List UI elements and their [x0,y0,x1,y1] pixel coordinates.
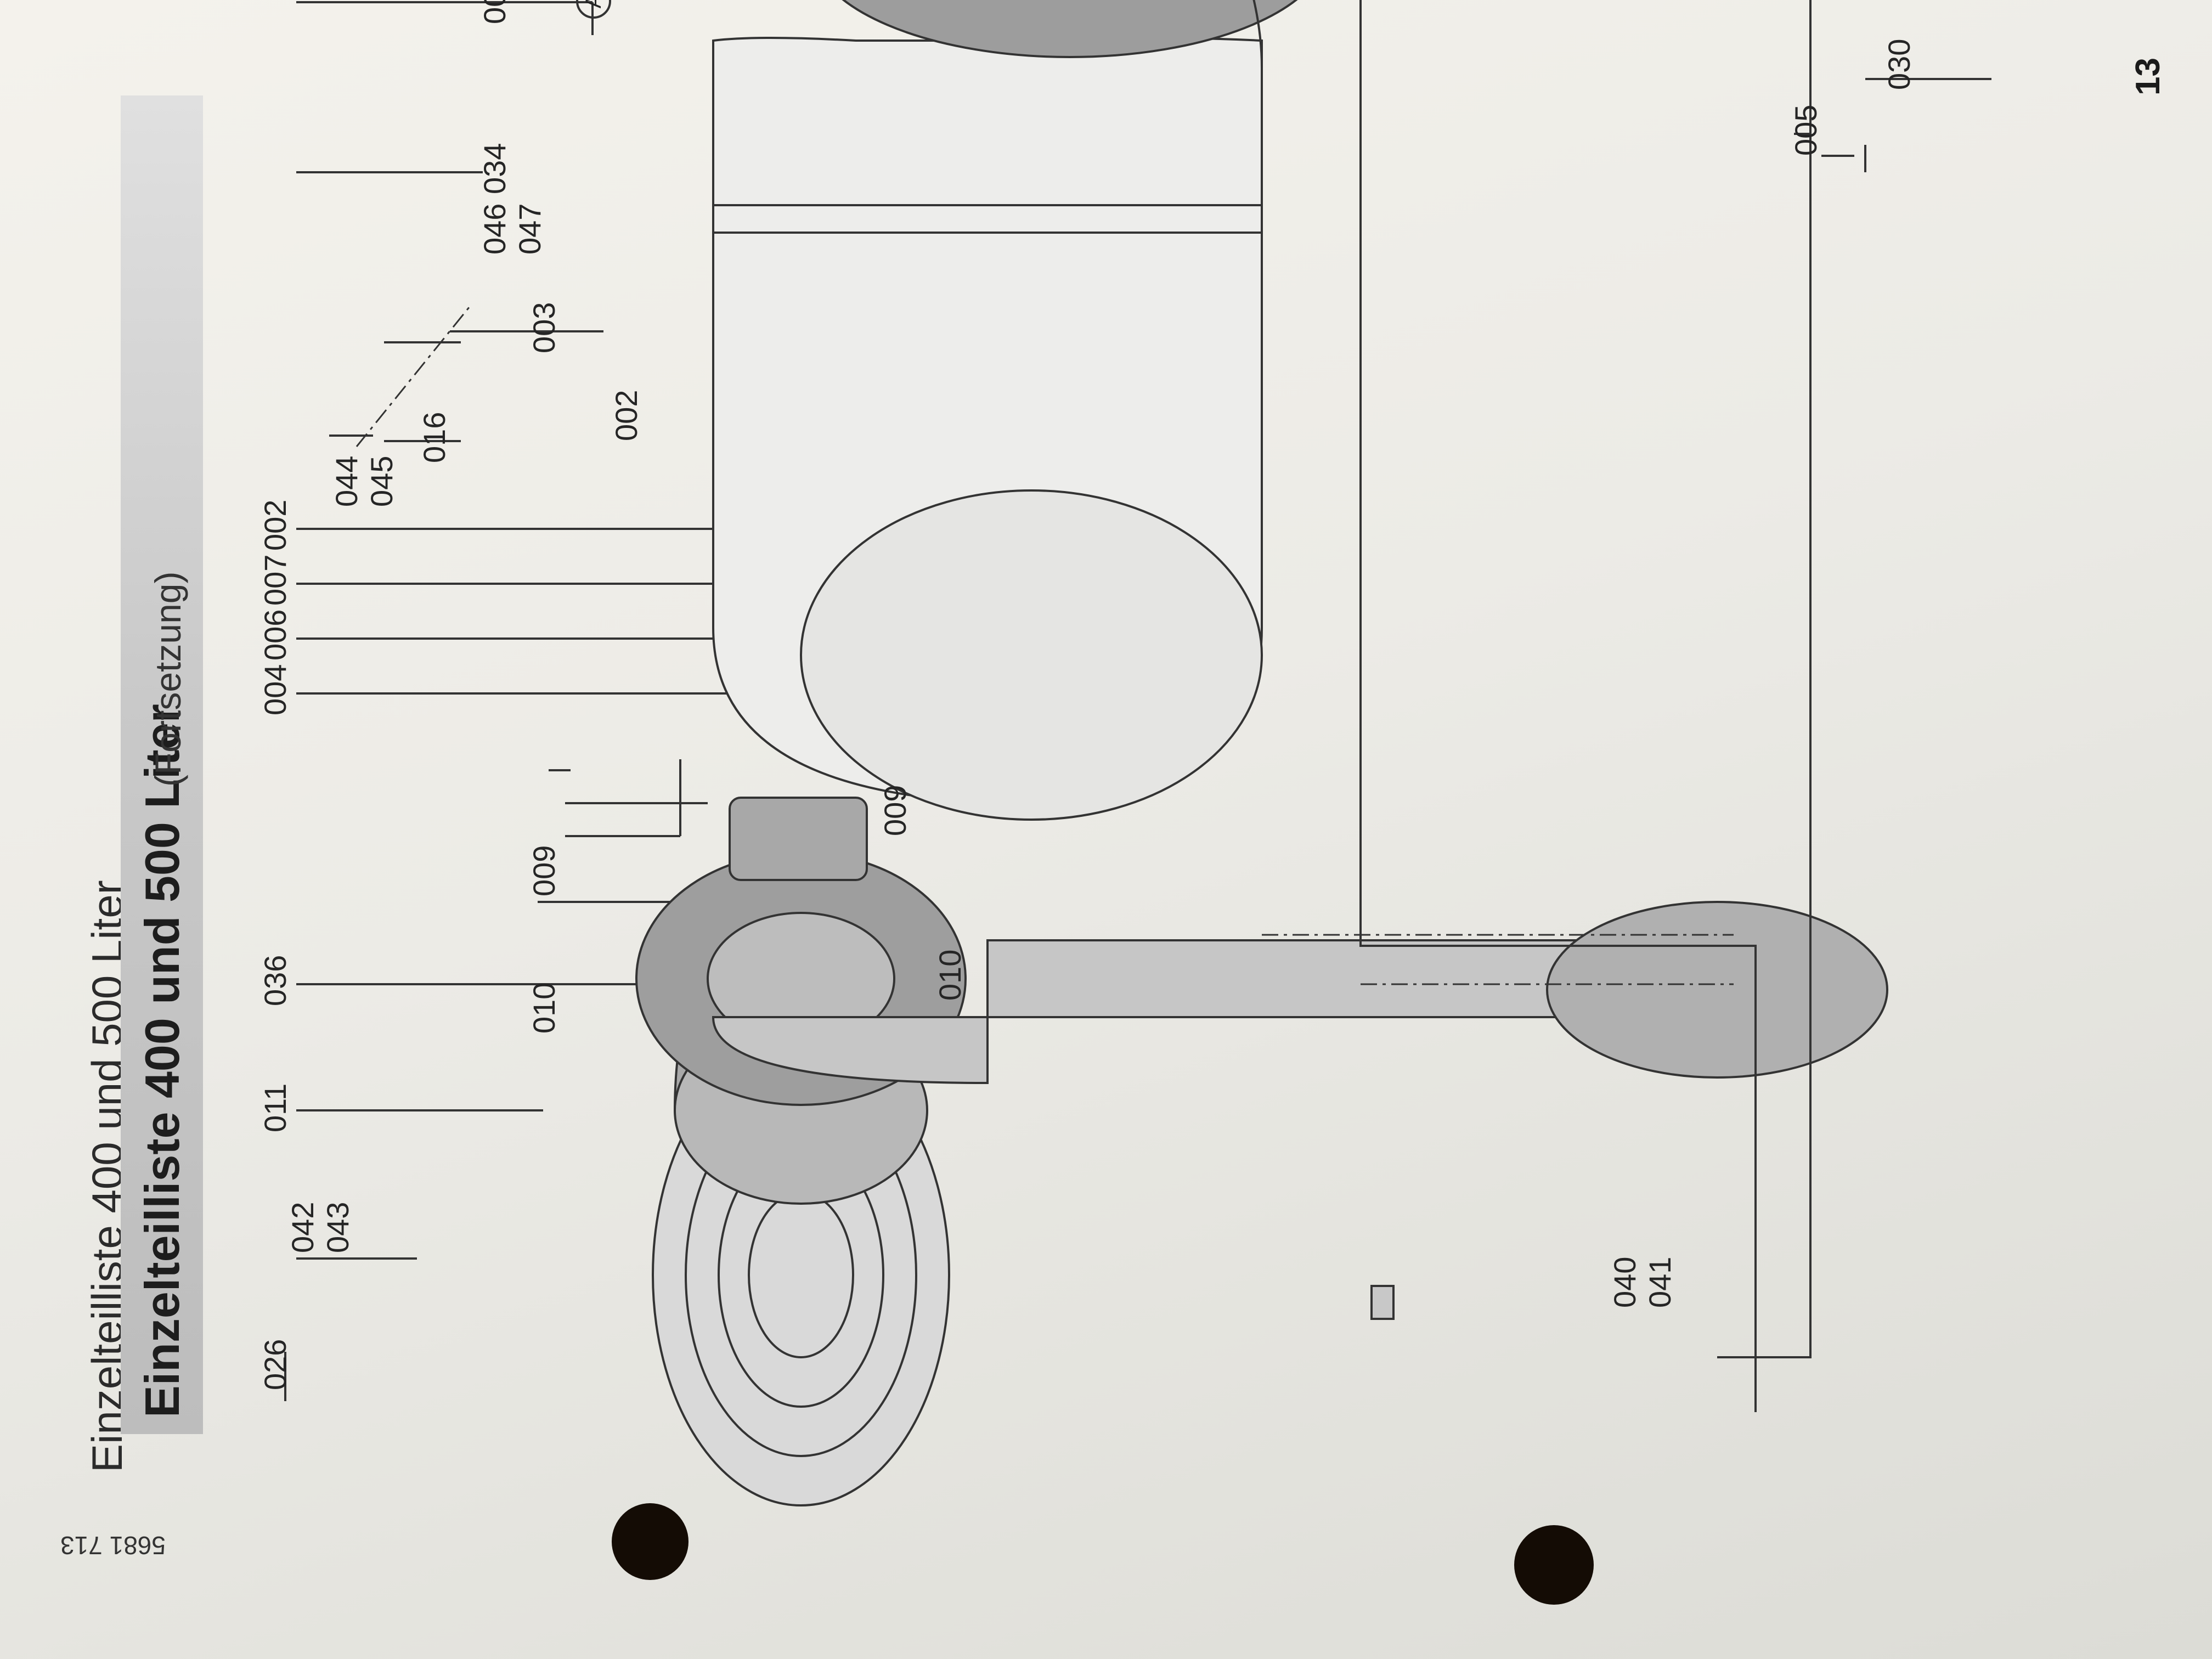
part-label-010-a: 010 [933,949,967,1001]
part-label-002-b: 002 [609,390,644,441]
part-label-026: 026 [258,1339,292,1390]
part-label-006: 006 [258,609,292,661]
part-label-034: 034 [477,143,512,194]
part-label-011: 011 [258,1083,292,1132]
part-label-002-a: 002 [258,499,292,551]
part-label-016: 016 [417,411,452,463]
part-label-044-045: 044 045 [329,455,399,507]
part-label-042-043: 042 043 [285,1201,355,1253]
part-label-009-b: 009 [527,845,561,896]
part-label-010-b: 010 [527,982,561,1034]
part-label-007: 007 [258,554,292,606]
part-label-003: 003 [527,302,561,353]
punch-hole-bottom [1514,1525,1594,1605]
part-label-046-047: 046 047 [477,203,547,255]
part-label-009-a: 009 [878,785,912,836]
part-label-005: 005 [1788,104,1823,156]
part-label-030: 030 [1882,38,1916,90]
document-number: 5681 713 [60,1531,166,1560]
part-label-008: 008 [477,0,512,24]
part-label-036: 036 [258,955,292,1006]
punch-hole-top [612,1503,689,1580]
part-label-004: 004 [258,664,292,715]
part-label-040-041: 040 041 [1607,1256,1677,1308]
